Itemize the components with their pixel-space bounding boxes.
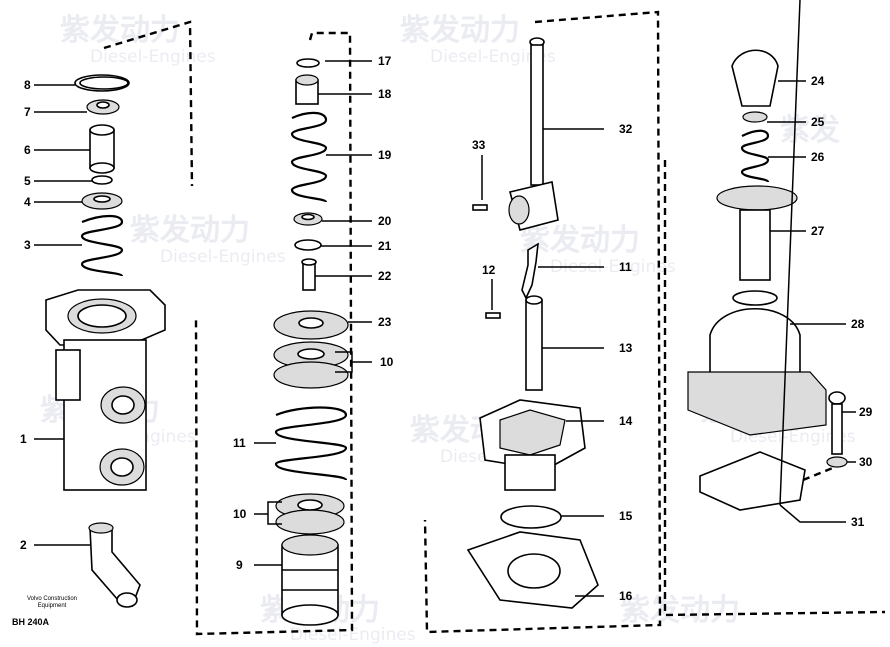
label-12: 11 [619,260,632,274]
label-20: 19 [378,148,392,162]
label-1: 1 [20,432,27,446]
svg-text:Diesel-Engines: Diesel-Engines [430,47,556,67]
label-14: 13 [619,341,633,355]
callouts: 8 7 6 5 4 3 1 2 17 18 19 20 21 22 23 10 … [20,0,873,603]
label-10-lower: 10 [233,507,247,521]
column-2-parts [273,58,349,626]
svg-text:紫发动力: 紫发动力 [520,223,640,258]
label-26: 25 [811,115,825,129]
credit-company: Volvo Construction Equipment [26,596,78,609]
label-34: 33 [472,138,486,152]
label-3: 3 [24,238,31,252]
svg-text:Diesel-Engines: Diesel-Engines [90,47,216,67]
svg-text:紫发动力: 紫发动力 [400,13,520,48]
label-10-upper: 10 [380,355,394,369]
svg-text:Diesel-Engines: Diesel-Engines [550,257,676,277]
label-24: 23 [378,315,392,329]
svg-text:紫发动力: 紫发动力 [130,213,250,248]
label-7: 7 [24,105,31,119]
label-29: 28 [851,317,865,331]
label-28: 27 [811,224,825,238]
svg-text:Diesel-Engines: Diesel-Engines [160,247,286,267]
label-2: 2 [20,538,27,552]
label-8: 8 [24,78,31,92]
label-21: 20 [378,214,392,228]
label-17: 16 [619,589,633,603]
label-4: 4 [24,195,31,209]
label-9: 9 [236,558,243,572]
column-3-parts [466,37,599,609]
label-13: 12 [482,263,496,277]
label-32: 31 [851,515,865,529]
svg-text:紫发动力: 紫发动力 [620,593,740,628]
label-15: 14 [619,414,633,428]
credit-code: BH 240A [12,617,50,627]
label-19: 18 [378,87,392,101]
label-31: 30 [859,455,873,469]
label-23: 22 [378,269,392,283]
svg-text:紫发: 紫发 [780,113,840,148]
label-5: 5 [24,174,31,188]
label-25: 24 [811,74,825,88]
label-11: 11 [233,436,246,450]
label-16: 15 [619,509,633,523]
column-1-parts [45,74,166,608]
label-30: 29 [859,405,873,419]
column-4-parts [687,49,848,511]
label-33: 32 [619,122,633,136]
label-22: 21 [378,239,392,253]
label-27: 26 [811,150,825,164]
assembly-dashed-lines [103,10,886,636]
label-6: 6 [24,143,31,157]
label-18: 17 [378,54,392,68]
